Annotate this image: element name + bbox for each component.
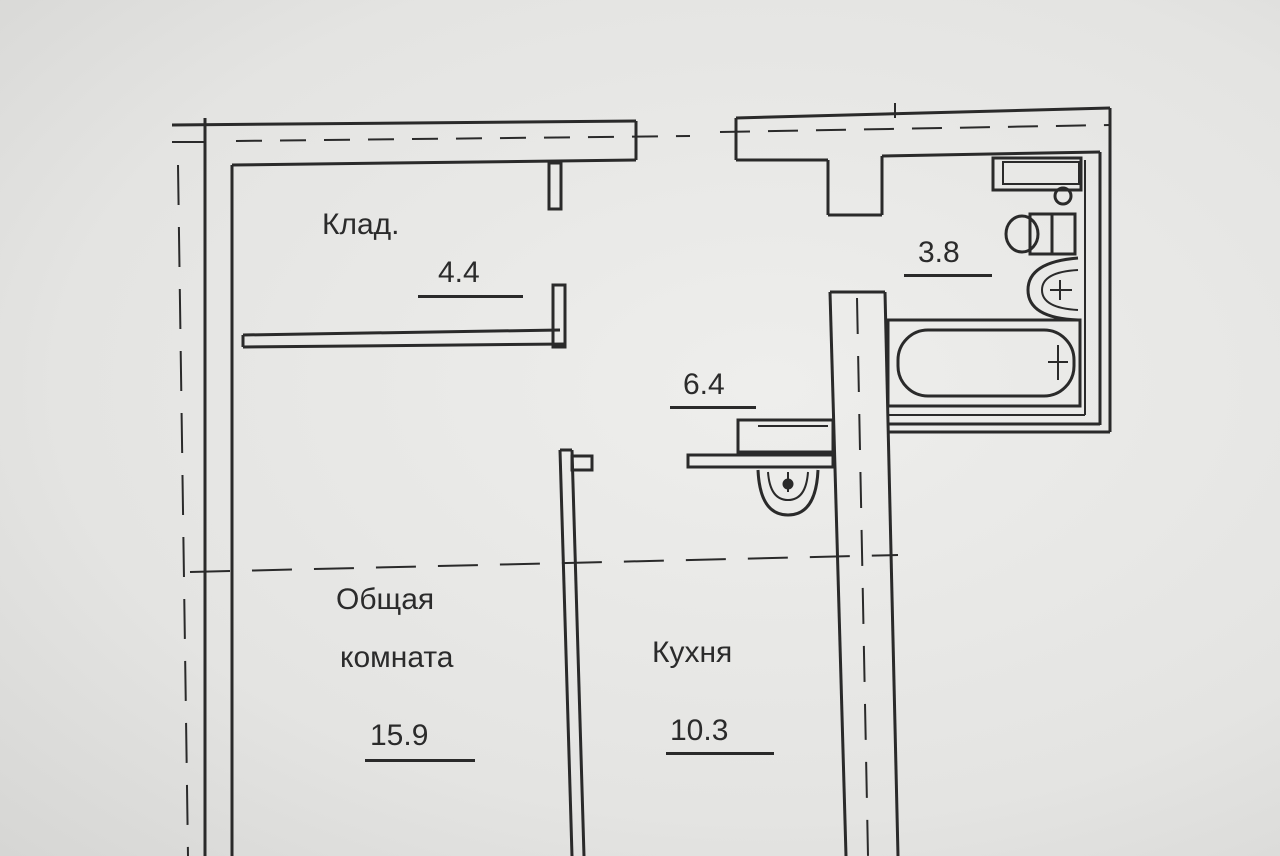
bathroom-area-underline bbox=[904, 274, 992, 277]
toilet bbox=[1004, 212, 1077, 256]
kitchen-name: Кухня bbox=[652, 636, 733, 669]
hall-fixture bbox=[686, 418, 835, 517]
living-room-name-line2: комната bbox=[340, 641, 454, 674]
bathtub bbox=[886, 318, 1082, 408]
top-wall-right bbox=[719, 103, 1111, 217]
outer-left-wall bbox=[177, 118, 234, 856]
hall-area: 6.4 bbox=[683, 368, 725, 401]
living-kitchen-partition bbox=[558, 448, 594, 856]
storage-area-underline bbox=[418, 295, 523, 298]
bathroom-sink bbox=[1026, 256, 1079, 322]
bathroom-right-wall bbox=[888, 108, 1112, 434]
zone-dashed-line bbox=[189, 554, 899, 573]
storage-room-name: Клад. bbox=[322, 208, 400, 241]
top-wall-left bbox=[171, 119, 691, 167]
bathroom-box bbox=[991, 156, 1083, 206]
hall-area-underline bbox=[670, 406, 756, 409]
living-area-underline bbox=[365, 759, 475, 762]
storage-partition bbox=[241, 161, 567, 349]
living-room-area: 15.9 bbox=[370, 719, 429, 752]
bathroom-area: 3.8 bbox=[918, 236, 960, 269]
living-room-name-line1: Общая bbox=[336, 583, 435, 616]
kitchen-area: 10.3 bbox=[670, 714, 729, 747]
storage-room-area: 4.4 bbox=[438, 256, 480, 289]
kitchen-area-underline bbox=[666, 752, 774, 755]
